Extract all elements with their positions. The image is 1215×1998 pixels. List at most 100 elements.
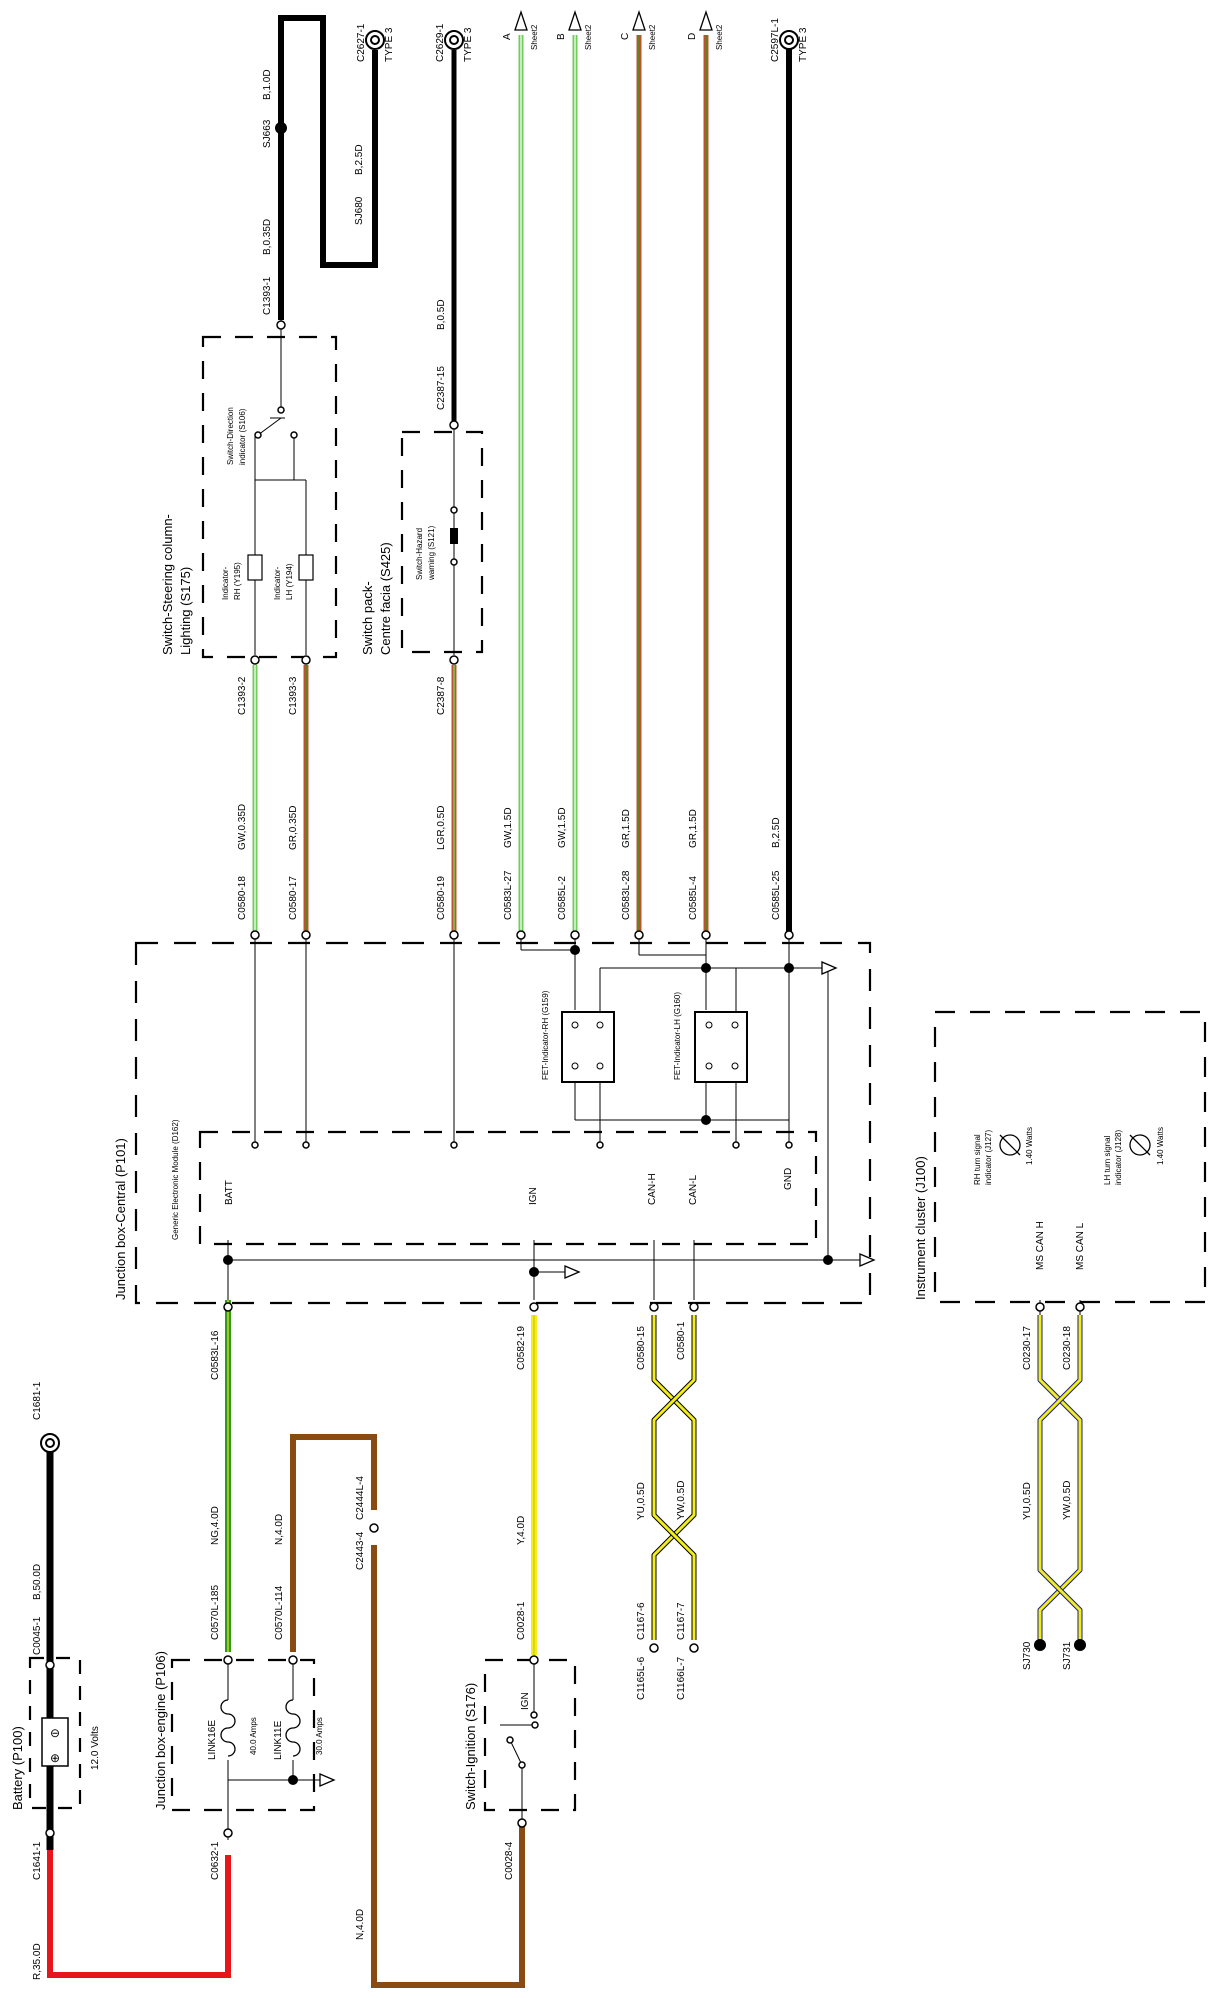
c0580-15-label: C0580-15 [636,1326,647,1370]
c0585l-25-label: C0585L-25 [771,870,782,920]
offsheet-d-label: D [687,33,698,40]
can-twisted-pair-1 [651,1315,697,1640]
batt-label: BATT [224,1180,235,1205]
ignition-ign-label: IGN [520,1692,531,1710]
c2387-15-label: C2387-15 [436,366,447,410]
steering-switch-label-2: Lighting (S175) [178,567,193,655]
lh-watts: 1.40 Watts [1156,1127,1165,1165]
battery-cell [41,1717,69,1767]
gr035-label: GR,0.35D [288,806,299,850]
battery-box [28,1656,82,1810]
c0580-17-label: C0580-17 [288,876,299,920]
rh-watts: 1.40 Watts [1025,1127,1034,1165]
type3-c-label: TYPE 3 [798,27,809,62]
gr15-d-label: GR,1.5D [688,809,699,848]
c0580-18-label: C0580-18 [237,876,248,920]
splice-dots [223,122,1086,1785]
c2629-1-label: C2629-1 [435,23,446,62]
c0045-1-label: C0045-1 [32,1616,43,1655]
c0230-17-label: C0230-17 [1022,1326,1033,1370]
ring-terminals [40,30,799,1453]
battery-volts: 12.0 Volts [90,1726,101,1770]
offsheet-a-sheet: Sheet2 [530,24,539,50]
b50-label: B,50.0D [32,1564,43,1600]
rh-turn-label-1: RH turn signal [973,1134,982,1185]
ign-label: IGN [528,1187,539,1205]
offsheet-b-sheet: Sheet2 [584,24,593,50]
r35-label: R,35.0D [32,1943,43,1980]
offsheet-d-sheet: Sheet2 [715,24,724,50]
offsheet-c-label: C [620,33,631,40]
sj680-label: SJ680 [354,196,365,225]
gw035-label: GW,0.35D [237,804,248,850]
c2444l-4-label: C2444L-4 [355,1476,366,1520]
ms-can-h-label: MS CAN H [1035,1221,1046,1270]
connector-rings [45,320,1085,1838]
hazard-label-1: Switch-Hazard [415,528,424,580]
rh-turn-bulb-icon [999,1134,1021,1156]
c1165l-6-label: C1165L-6 [636,1656,647,1700]
ng4-label: NG,4.0D [210,1506,221,1545]
junction-engine-box [170,1658,316,1812]
can-twisted-pair-2 [1037,1315,1083,1645]
indicator-rh-label-1: Indicator- [221,566,230,600]
c0582-19-label: C0582-19 [516,1326,527,1370]
c0230-18-label: C0230-18 [1062,1326,1073,1370]
switch-pack-label-1: Switch pack- [360,581,375,655]
c0028-1-label: C0028-1 [516,1601,527,1640]
hazard-switch-icon [450,528,458,544]
direction-switch-label-2: indicator (S106) [238,408,247,465]
gem-box [198,1130,818,1246]
fet-contacts [571,1021,739,1070]
junction-engine-label: Junction box-engine (P106) [153,1651,168,1810]
ignition-switch-label: Switch-Ignition (S176) [463,1683,478,1810]
wire-r35 [47,1850,231,1978]
indicator-lh-icon [298,554,314,581]
steering-switch-box [201,335,338,659]
n4-bottom-label: N,4.0D [355,1909,366,1940]
yw-2-label: YW,0.5D [1062,1481,1073,1520]
fet-rh-box [561,1011,615,1083]
c1393-1-label: C1393-1 [262,276,273,315]
b25-top-label: B,2.5D [354,144,365,175]
b035-label: B,0.35D [262,219,273,255]
yu-1-label: YU,0.5D [636,1482,647,1520]
indicator-rh-label-2: RH (Y195) [233,562,242,600]
wire-n4-top [290,1434,377,1652]
offsheet-b-label: B [556,33,567,40]
c2443-4-label: C2443-4 [355,1531,366,1570]
n4-top-label: N,4.0D [274,1514,285,1545]
c0583l-28-label: C0583L-28 [621,870,632,920]
offsheet-a-label: A [502,33,513,40]
wire-n4-bottom [371,1545,525,1988]
yu-2-label: YU,0.5D [1022,1482,1033,1520]
sj663-label: SJ663 [262,119,273,148]
c1167-7-label: C1167-7 [676,1602,687,1640]
c0585l-2-label: C0585L-2 [557,876,568,920]
fet-lh-box [694,1011,748,1083]
lh-turn-label-1: LH turn signal [1103,1135,1112,1185]
ignition-box [483,1658,577,1812]
battery-minus-icon: ⊖ [50,1726,60,1740]
c1641-1-label: C1641-1 [32,1841,43,1880]
lgr05-label: LGR,0.5D [436,806,447,850]
sj730-label: SJ730 [1022,1641,1033,1670]
direction-switch-label-1: Switch-Direction [226,407,235,465]
ms-can-l-label: MS CAN L [1075,1222,1086,1270]
junction-central-label: Junction box-Central (P101) [113,1138,128,1300]
hazard-label-2: warning (S121) [427,525,436,581]
gr15-c-label: GR,1.5D [621,809,632,848]
indicator-lh-label-1: Indicator- [273,566,282,600]
c2627-1-label: C2627-1 [356,23,367,62]
fet-rh-label: FET-Indicator-RH (G159) [541,990,550,1080]
c0570l-185-label: C0570L-185 [210,1585,221,1640]
switch-pack-box [400,430,484,654]
gw15-b-label: GW,1.5D [557,807,568,848]
y4-label: Y,4.0D [516,1516,527,1545]
c0580-1-label: C0580-1 [676,1321,687,1360]
c2597l-1-label: C2597L-1 [770,18,781,62]
b10-label: B,1.0D [262,69,273,100]
c1167-6-label: C1167-6 [636,1602,647,1640]
c0570l-114-label: C0570L-114 [274,1585,285,1640]
